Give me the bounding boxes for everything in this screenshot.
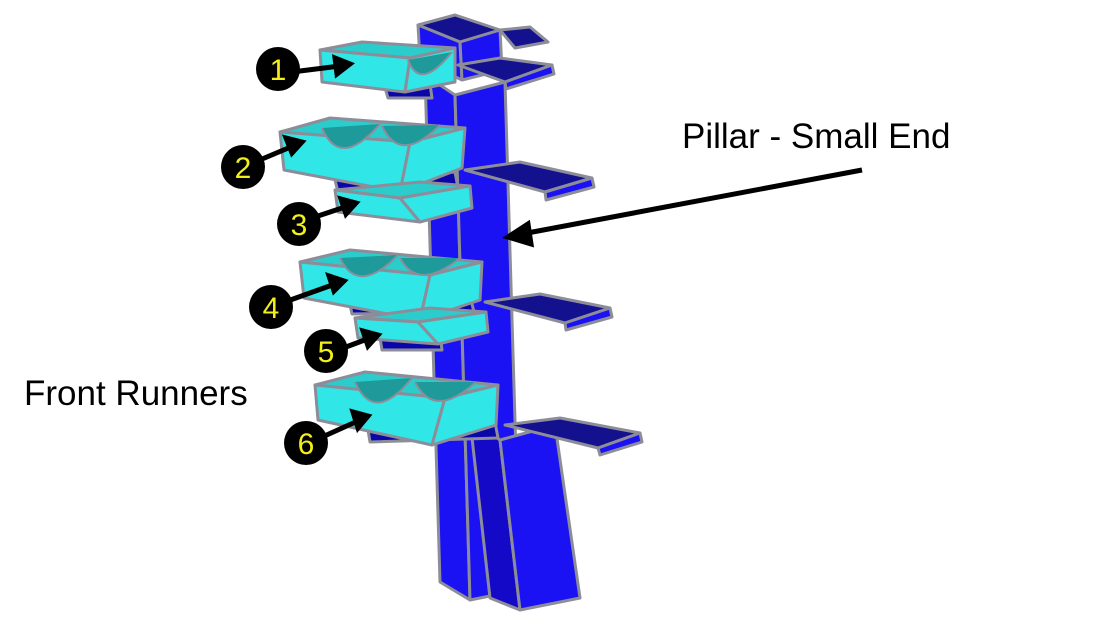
- callout-5-circle: [304, 329, 348, 373]
- callout-4-circle: [249, 285, 293, 329]
- runner-4-channel-a: [339, 254, 399, 278]
- arrowhead-3: [337, 195, 361, 219]
- runner-4-side: [418, 260, 484, 322]
- plate-mid-1-edge: [543, 176, 596, 202]
- plate-top-2-edge: [503, 63, 556, 91]
- callouts: 1 2 3 4 5 6: [221, 47, 348, 465]
- callout-2-number: 2: [235, 152, 252, 185]
- callout-4: 4: [249, 285, 293, 329]
- side-plates: [456, 25, 644, 457]
- callout-2-circle: [221, 145, 265, 189]
- callout-4-number: 4: [263, 292, 280, 325]
- pillar-pointer-head: [502, 219, 535, 248]
- runner-3-side: [398, 184, 474, 224]
- runner-3: [333, 180, 474, 224]
- runner-1-channel: [407, 51, 453, 76]
- callout-6-circle: [284, 421, 328, 465]
- arrow-6: [318, 417, 362, 441]
- callout-3: 3: [277, 202, 321, 246]
- runner-5-side: [416, 310, 490, 346]
- runner-1: [318, 40, 457, 100]
- plate-top-1: [498, 25, 550, 50]
- callout-2: 2: [221, 145, 265, 189]
- callout-5: 5: [304, 329, 348, 373]
- arrowhead-6: [349, 408, 373, 434]
- runner-6: [313, 370, 500, 447]
- runner-2-channel-a: [321, 123, 381, 149]
- front-runners-label: Front Runners: [24, 374, 248, 413]
- arrowhead-1: [331, 54, 356, 79]
- arrow-1: [291, 63, 341, 75]
- callout-3-circle: [277, 202, 321, 246]
- pillar-label: Pillar - Small End: [682, 117, 950, 156]
- callout-6-number: 6: [298, 428, 315, 461]
- runner-2-channel-b: [381, 124, 441, 147]
- callout-1-number: 1: [270, 54, 287, 87]
- runner-2: [278, 116, 467, 194]
- plate-mid-2-edge: [563, 306, 614, 332]
- callout-6: 6: [284, 421, 328, 465]
- callout-1: 1: [256, 47, 300, 91]
- pillar-pointer-line: [521, 167, 863, 237]
- arrowhead-4: [325, 272, 349, 296]
- runner-4-channel-b: [399, 257, 461, 276]
- arrowhead-2: [281, 134, 307, 158]
- runner-6-channel-a: [354, 377, 413, 404]
- arrowhead-5: [359, 327, 383, 351]
- callout-3-number: 3: [291, 209, 308, 242]
- plate-bottom-edge: [596, 431, 644, 457]
- callout-1-circle: [256, 47, 300, 91]
- callout-5-number: 5: [318, 336, 335, 369]
- runner-2-side: [398, 126, 467, 194]
- runner-6-channel-b: [414, 381, 477, 402]
